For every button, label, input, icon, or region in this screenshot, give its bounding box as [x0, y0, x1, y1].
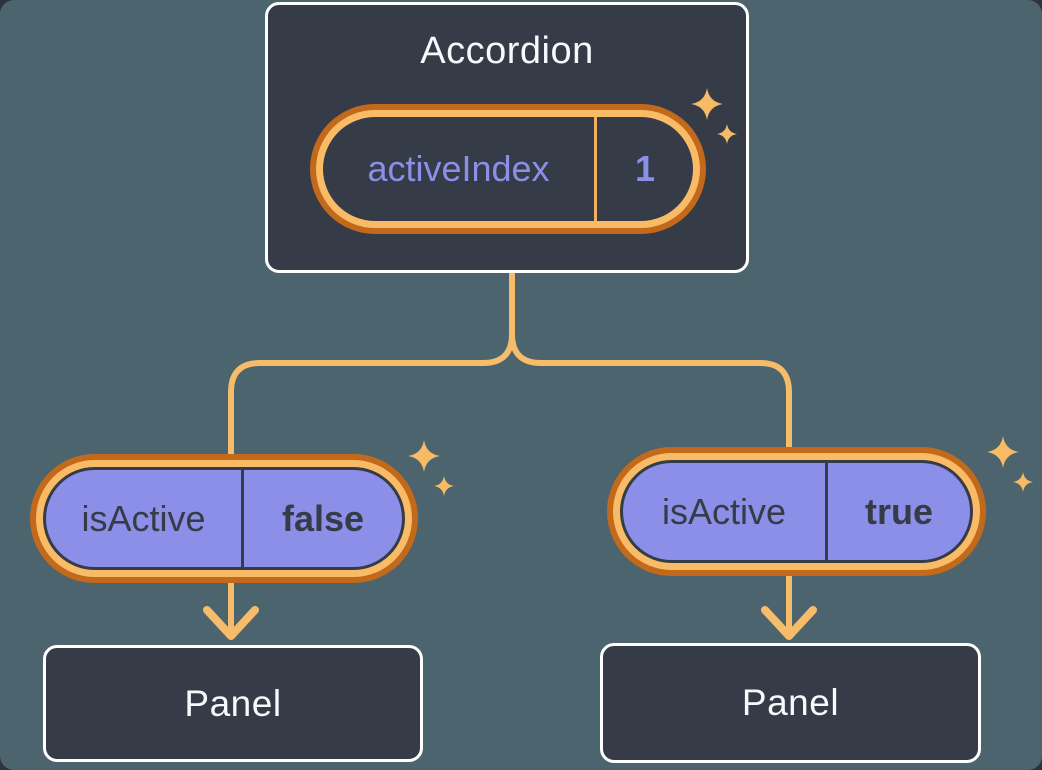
panel-title: Panel	[184, 682, 282, 724]
panel-node-left: Panel	[43, 645, 423, 762]
accordion-title: Accordion	[420, 30, 594, 72]
sparkle-icon	[691, 88, 737, 144]
state-pill-value: 1	[594, 117, 693, 221]
sparkle-icon	[408, 440, 454, 496]
state-pill: activeIndex 1	[310, 104, 706, 234]
sparkle-icon	[987, 436, 1033, 492]
prop-pill-label: isActive	[81, 497, 206, 539]
arrow-down-icon	[203, 606, 259, 640]
prop-pill-right: isActive true	[607, 447, 986, 576]
branch-line-right	[509, 333, 792, 631]
prop-pill-value: true	[825, 463, 970, 560]
state-pill-label: activeIndex	[367, 148, 550, 189]
arrow-down-icon	[761, 606, 817, 640]
prop-pill-label: isActive	[661, 490, 787, 532]
panel-node-right: Panel	[600, 643, 981, 763]
prop-pill-left: isActive false	[30, 454, 418, 583]
prop-pill-value: false	[241, 470, 402, 567]
panel-title: Panel	[741, 682, 840, 723]
